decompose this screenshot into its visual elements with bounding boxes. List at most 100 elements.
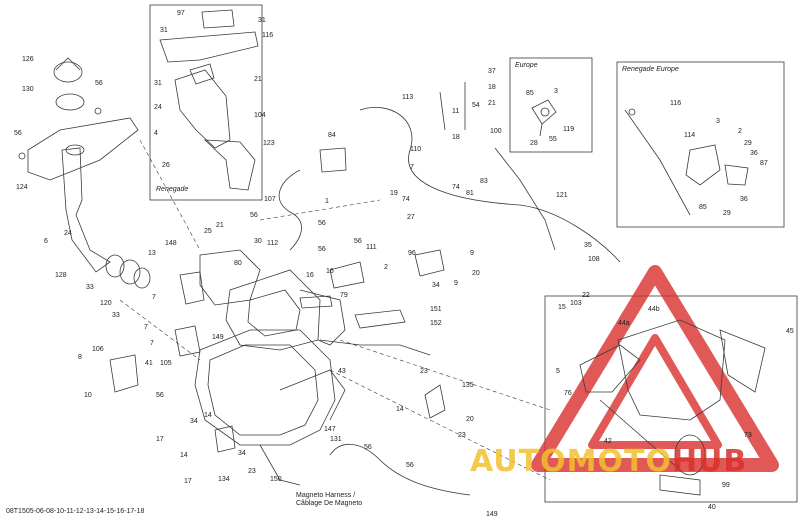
callout: 56	[318, 220, 326, 227]
callout: 45	[786, 328, 794, 335]
callout: 27	[407, 214, 415, 221]
callout: 34	[190, 418, 198, 425]
callout: 128	[55, 272, 67, 279]
callout: 81	[466, 190, 474, 197]
callout: 114	[684, 132, 696, 139]
callout: 21	[216, 222, 224, 229]
callout: 25	[204, 228, 212, 235]
engine-assembly	[174, 249, 346, 486]
callout: 97	[177, 10, 185, 17]
callout: 119	[563, 126, 575, 133]
callout: 56	[354, 238, 362, 245]
footer-code: 08T1505-06-08-10-11-12-13-14-15-16-17-18	[6, 508, 145, 515]
callout: 74	[402, 196, 410, 203]
callout: 23	[458, 432, 466, 439]
callout: 100	[490, 128, 502, 135]
callout: 85	[526, 90, 534, 97]
callout: 33	[86, 284, 94, 291]
callout: 73	[744, 432, 752, 439]
callout: 74	[452, 184, 460, 191]
callout: 40	[708, 504, 716, 511]
callout: 17	[156, 436, 164, 443]
callout: 116	[670, 100, 682, 107]
callout: 111	[366, 244, 377, 251]
callout: 36	[740, 196, 748, 203]
callout: 106	[92, 346, 104, 353]
callout: 7	[150, 340, 154, 347]
callout: 135	[462, 382, 474, 389]
callout: 31	[258, 17, 266, 24]
callout: 80	[234, 260, 242, 267]
callout: 6	[44, 238, 48, 245]
callout: 7	[144, 324, 148, 331]
callout: 105	[160, 360, 172, 367]
callout: 56	[364, 444, 372, 451]
callout: 107	[264, 196, 276, 203]
callout: 55	[549, 136, 557, 143]
leader-lines	[119, 139, 551, 481]
inset-title-renegade-europe: Renegade Europe	[622, 66, 679, 73]
callout: 134	[218, 476, 230, 483]
callout: 7	[152, 294, 156, 301]
callout: 41	[145, 360, 153, 367]
callout: 44a	[618, 320, 630, 327]
callout: 14	[204, 412, 212, 419]
callout: 130	[22, 86, 34, 93]
callout: 17	[184, 478, 192, 485]
callout: 21	[254, 76, 262, 83]
watermark-part2: HUB	[671, 444, 748, 479]
callout: 15	[558, 304, 566, 311]
magneto-caption-line2: Câblage De Magneto	[296, 500, 363, 507]
callout: 43	[338, 368, 346, 375]
callout: 96	[408, 250, 416, 257]
callout: 113	[402, 94, 414, 101]
callout: 14	[180, 452, 188, 459]
callout: 116	[262, 32, 274, 39]
callout: 54	[472, 102, 480, 109]
callout: 131	[330, 436, 342, 443]
callout: 23	[420, 368, 428, 375]
callout: 20	[472, 270, 480, 277]
callout: 34	[238, 450, 246, 457]
callout: 24	[64, 230, 72, 237]
renegade-intake-assembly	[159, 9, 259, 191]
callout: 79	[340, 292, 348, 299]
cables	[278, 82, 691, 496]
callout: 56	[318, 246, 326, 253]
magneto-caption: Magneto Harness / Câblage De Magneto	[296, 492, 362, 508]
callout: 8	[78, 354, 82, 361]
callout: 112	[267, 240, 279, 247]
callout: 22	[582, 292, 590, 299]
callout: 85	[699, 204, 707, 211]
callout: 37	[488, 68, 496, 75]
callout: 3	[554, 88, 558, 95]
callout: 99	[722, 482, 730, 489]
callout: 16	[326, 268, 334, 275]
callout: 56	[156, 392, 164, 399]
callout: 121	[556, 192, 568, 199]
callout: 104	[254, 112, 266, 119]
watermark-triangle	[531, 265, 779, 472]
callout: 5	[556, 368, 560, 375]
inset-title-europe: Europe	[515, 62, 538, 69]
callout: 124	[16, 184, 28, 191]
callout: 56	[406, 462, 414, 469]
callout: 9	[470, 250, 474, 257]
callout: 20	[466, 416, 474, 423]
callout: 84	[328, 132, 336, 139]
callout: 3	[716, 118, 720, 125]
callout: 29	[723, 210, 731, 217]
callout: 10	[84, 392, 92, 399]
callout: 2	[384, 264, 388, 271]
callout: 42	[604, 438, 612, 445]
callout: 150	[270, 476, 282, 483]
callout: 18	[452, 134, 460, 141]
callout: 2	[738, 128, 742, 135]
callout: 147	[324, 426, 336, 433]
callout: 26	[162, 162, 170, 169]
callout: 23	[248, 468, 256, 475]
renegade-europe-throttle-assembly	[628, 108, 749, 186]
callout: 34	[432, 282, 440, 289]
callout: 110	[410, 146, 422, 153]
